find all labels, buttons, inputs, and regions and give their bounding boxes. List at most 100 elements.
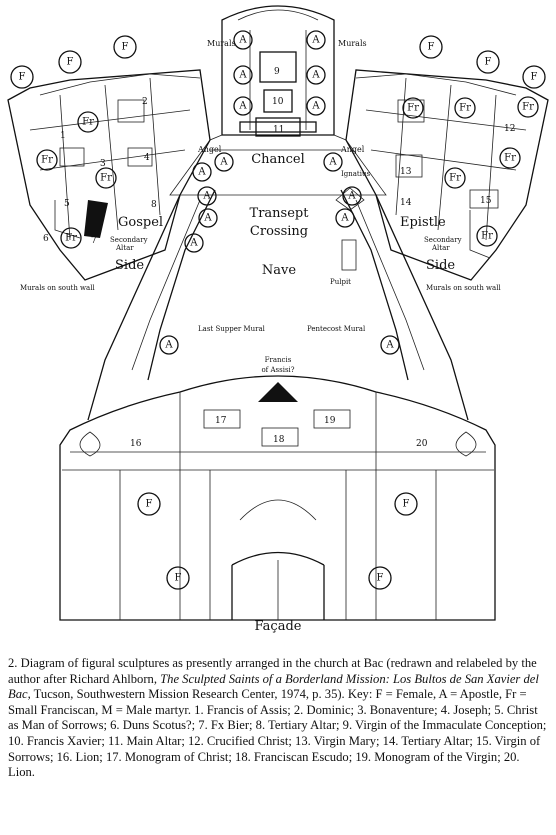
- number-3: 3: [100, 159, 106, 169]
- note-francis-q2: of Assisi?: [261, 366, 294, 374]
- svg-text:F: F: [377, 573, 384, 584]
- svg-text:A: A: [311, 70, 320, 81]
- badge-apostle: A: [159, 335, 179, 355]
- badge-apostle: A: [198, 208, 218, 228]
- badge-female: F: [476, 50, 500, 74]
- number-4: 4: [144, 153, 150, 163]
- number-20: 20: [416, 439, 428, 449]
- badge-apostle: A: [380, 335, 400, 355]
- note-ignatius: Ignatius: [341, 170, 370, 178]
- badge-female: F: [394, 492, 418, 516]
- number-14: 14: [400, 198, 412, 208]
- badge-apostle: A: [197, 186, 217, 206]
- badge-female: F: [113, 35, 137, 59]
- number-7: 7: [91, 236, 97, 246]
- note-secondary-altar-left-2: Altar: [115, 244, 134, 252]
- note-murals-right: Murals: [338, 39, 367, 48]
- svg-text:A: A: [202, 191, 211, 202]
- badge-female: F: [58, 50, 82, 74]
- number-15: 15: [480, 196, 492, 206]
- note-pentecost: Pentecost Mural: [307, 325, 366, 333]
- number-6: 6: [43, 234, 49, 244]
- badge-franciscan: Fr: [95, 167, 117, 189]
- badge-female: F: [166, 566, 190, 590]
- svg-text:F: F: [19, 72, 26, 83]
- number-18: 18: [273, 435, 285, 445]
- number-17: 17: [215, 416, 227, 426]
- svg-text:Fr: Fr: [522, 102, 534, 113]
- label-crossing: Crossing: [250, 224, 308, 239]
- label-epistle: Epistle: [400, 215, 446, 230]
- label-chancel: Chancel: [251, 152, 305, 167]
- figure-badges: F F F F F F F F F F A A A A A A A A A A …: [10, 30, 546, 590]
- badge-female: F: [419, 35, 443, 59]
- note-murals-south-right: Murals on south wall: [426, 284, 501, 292]
- badge-franciscan: Fr: [60, 227, 82, 249]
- facade-structure: [59, 375, 496, 621]
- badge-female: F: [522, 65, 546, 89]
- number-11: 11: [273, 125, 284, 135]
- svg-text:F: F: [146, 499, 153, 510]
- church-sculpture-diagram: Chancel Transept Crossing Nave Gospel Si…: [7, 5, 549, 634]
- label-transept: Transept: [250, 206, 310, 221]
- note-secondary-altar-left-1: Secondary: [110, 236, 148, 244]
- badge-apostle: A: [184, 233, 204, 253]
- caption-part2: Tucson, Southwestern Mission Research Ce…: [8, 687, 547, 780]
- badge-apostle: A: [306, 65, 326, 85]
- note-murals-south-left: Murals on south wall: [20, 284, 95, 292]
- svg-text:A: A: [238, 35, 247, 46]
- number-19: 19: [324, 416, 336, 426]
- svg-text:F: F: [403, 499, 410, 510]
- note-last-supper: Last Supper Mural: [198, 325, 266, 333]
- badge-female: F: [10, 65, 34, 89]
- svg-text:A: A: [385, 340, 394, 351]
- badge-apostle: A: [233, 65, 253, 85]
- badge-franciscan: Fr: [402, 97, 424, 119]
- svg-text:Fr: Fr: [41, 155, 53, 166]
- badge-franciscan: Fr: [517, 96, 539, 118]
- note-francis-q1: Francis: [265, 356, 292, 364]
- svg-text:F: F: [428, 42, 435, 53]
- figure-caption: 2. Diagram of figural sculptures as pres…: [8, 656, 548, 781]
- svg-text:A: A: [238, 70, 247, 81]
- number-9: 9: [274, 67, 280, 77]
- note-angel-right: Angel: [340, 145, 365, 154]
- badge-franciscan: Fr: [499, 147, 521, 169]
- badge-apostle: A: [214, 152, 234, 172]
- badge-apostle: A: [192, 162, 212, 182]
- svg-text:A: A: [311, 35, 320, 46]
- number-1: 1: [60, 131, 66, 141]
- label-facade: Façade: [255, 619, 302, 634]
- svg-text:Fr: Fr: [449, 173, 461, 184]
- svg-text:A: A: [189, 238, 198, 249]
- number-12: 12: [504, 124, 515, 134]
- svg-text:Fr: Fr: [504, 153, 516, 164]
- number-5: 5: [64, 199, 70, 209]
- svg-text:A: A: [238, 101, 247, 112]
- svg-text:F: F: [67, 57, 74, 68]
- chancel-structure: [169, 5, 387, 196]
- svg-text:F: F: [485, 57, 492, 68]
- nave-structure: [87, 187, 469, 421]
- caption-book-title: The Sculpted Saints of a Borderland Miss…: [8, 671, 539, 702]
- badge-apostle: A: [342, 186, 362, 206]
- svg-text:A: A: [197, 167, 206, 178]
- badge-apostle: A: [233, 30, 253, 50]
- svg-text:F: F: [531, 72, 538, 83]
- badge-franciscan: Fr: [444, 167, 466, 189]
- svg-text:Fr: Fr: [82, 117, 94, 128]
- badge-apostle: A: [306, 30, 326, 50]
- svg-text:Fr: Fr: [65, 233, 77, 244]
- svg-text:A: A: [311, 101, 320, 112]
- badge-apostle: A: [323, 152, 343, 172]
- svg-text:F: F: [122, 42, 129, 53]
- badge-franciscan: Fr: [77, 111, 99, 133]
- number-13: 13: [400, 167, 412, 177]
- svg-text:A: A: [347, 191, 356, 202]
- label-gospel-side: Side: [115, 258, 144, 273]
- svg-text:A: A: [219, 157, 228, 168]
- svg-text:A: A: [328, 157, 337, 168]
- badge-apostle: A: [335, 208, 355, 228]
- badge-franciscan: Fr: [36, 149, 58, 171]
- number-8: 8: [151, 200, 157, 210]
